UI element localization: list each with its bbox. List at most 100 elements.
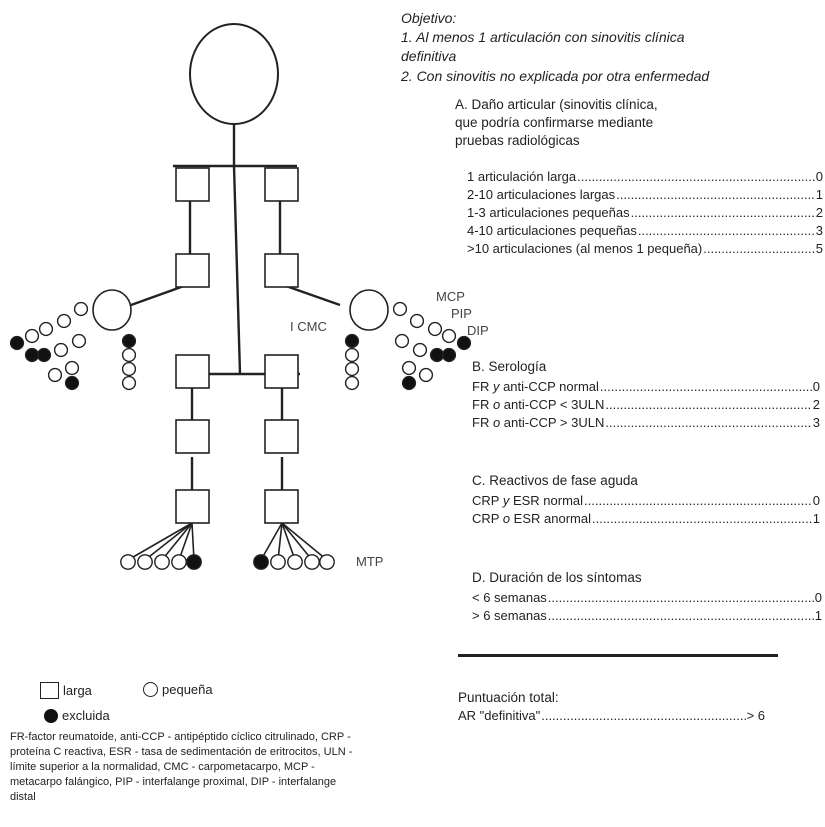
legend-small: pequeña — [143, 682, 213, 697]
small-joint — [49, 369, 62, 382]
small-joint — [172, 555, 186, 569]
score-row: FR o anti-CCP < 3ULN2 — [472, 396, 820, 414]
objective-heading: Objetivo: — [401, 9, 456, 28]
score-row: > 6 semanas1 — [472, 607, 822, 625]
small-joint — [411, 315, 424, 328]
small-joints — [11, 303, 471, 570]
legend-large: larga — [40, 682, 92, 699]
large-joint-square — [176, 355, 209, 388]
excluded-joint — [123, 335, 136, 348]
total-title: Puntuación total: — [458, 689, 559, 707]
section-c-title: C. Reactivos de fase aguda — [472, 472, 638, 490]
cmc-label: I CMC — [290, 319, 327, 334]
large-joint-square — [176, 168, 209, 201]
score-row: CRP y ESR normal0 — [472, 492, 820, 510]
score-row: FR o anti-CCP > 3ULN3 — [472, 414, 820, 432]
large-joint-square — [265, 254, 298, 287]
mtp-label: MTP — [356, 554, 383, 569]
large-joint-square — [176, 254, 209, 287]
small-joint — [403, 362, 416, 375]
excluded-joint — [26, 349, 39, 362]
small-joint — [55, 344, 68, 357]
small-joint — [394, 303, 407, 316]
score-row: 4-10 articulaciones pequeñas3 — [467, 222, 823, 240]
section-a-title-3: pruebas radiológicas — [455, 132, 580, 150]
footnote: FR-factor reumatoide, anti-CCP - antipép… — [10, 730, 355, 805]
large-joint-square — [265, 490, 298, 523]
score-row: CRP o ESR anormal1 — [472, 510, 820, 528]
small-joint — [123, 377, 136, 390]
small-joint — [155, 555, 169, 569]
large-joint-wrist — [350, 290, 388, 330]
small-joint — [271, 555, 285, 569]
objective-line2: 2. Con sinovitis no explicada por otra e… — [401, 67, 709, 86]
excluded-joint — [66, 377, 79, 390]
small-joint — [288, 555, 302, 569]
small-joint — [73, 335, 86, 348]
small-joint — [346, 363, 359, 376]
score-row: 1 articulación larga0 — [467, 168, 823, 186]
small-joint — [305, 555, 319, 569]
small-joint — [123, 363, 136, 376]
excluded-joint — [403, 377, 416, 390]
score-row: FR y anti-CCP normal0 — [472, 378, 820, 396]
score-row: < 6 semanas0 — [472, 589, 822, 607]
head — [190, 24, 278, 124]
small-joint — [75, 303, 88, 316]
square-icon — [40, 682, 59, 699]
small-joint — [121, 555, 135, 569]
filled-circle-icon — [44, 709, 58, 723]
small-joint — [40, 323, 53, 336]
small-joint — [414, 344, 427, 357]
legend-excluded: excluida — [44, 708, 110, 723]
small-joint — [443, 330, 456, 343]
dip-label: DIP — [467, 323, 489, 338]
small-joint — [66, 362, 79, 375]
large-joint-wrist — [93, 290, 131, 330]
small-joint — [58, 315, 71, 328]
small-joint — [429, 323, 442, 336]
excluded-joint — [431, 349, 444, 362]
mcp-label: MCP — [436, 289, 465, 304]
excluded-joint — [187, 555, 201, 569]
excluded-joint — [38, 349, 51, 362]
excluded-joint — [458, 337, 471, 350]
objective-line1: 1. Al menos 1 articulación con sinovitis… — [401, 28, 685, 47]
excluded-joint — [254, 555, 268, 569]
section-d-title: D. Duración de los síntomas — [472, 569, 642, 587]
large-joints — [93, 168, 388, 523]
section-d-rows: < 6 semanas0 > 6 semanas1 — [472, 589, 822, 625]
large-joint-square — [265, 420, 298, 453]
small-joint — [346, 349, 359, 362]
divider — [458, 654, 778, 657]
objective-line1b: definitiva — [401, 47, 456, 66]
small-joint — [138, 555, 152, 569]
excluded-joint — [11, 337, 24, 350]
score-row: 1-3 articulaciones pequeñas2 — [467, 204, 823, 222]
score-row: >10 articulaciones (al menos 1 pequeña)5 — [467, 240, 823, 258]
small-joint — [26, 330, 39, 343]
section-c-rows: CRP y ESR normal0 CRP o ESR anormal1 — [472, 492, 820, 528]
section-a-title-1: A. Daño articular (sinovitis clínica, — [455, 96, 658, 114]
section-b-title: B. Serología — [472, 358, 546, 376]
large-joint-square — [265, 168, 298, 201]
total-rows: AR "definitiva"> 6 — [458, 707, 765, 725]
large-joint-square — [176, 490, 209, 523]
small-joint — [123, 349, 136, 362]
section-b-rows: FR y anti-CCP normal0 FR o anti-CCP < 3U… — [472, 378, 820, 432]
excluded-joint — [443, 349, 456, 362]
small-joint — [320, 555, 334, 569]
score-row: AR "definitiva"> 6 — [458, 707, 765, 725]
small-joint — [420, 369, 433, 382]
large-joint-square — [176, 420, 209, 453]
skeleton-lines — [131, 124, 340, 490]
score-row: 2-10 articulaciones largas1 — [467, 186, 823, 204]
section-a-title-2: que podría confirmarse mediante — [455, 114, 653, 132]
circle-icon — [143, 682, 158, 697]
pip-label: PIP — [451, 306, 472, 321]
excluded-joint — [346, 335, 359, 348]
small-joint — [396, 335, 409, 348]
large-joint-square — [265, 355, 298, 388]
section-a-rows: 1 articulación larga0 2-10 articulacione… — [467, 168, 823, 258]
small-joint — [346, 377, 359, 390]
